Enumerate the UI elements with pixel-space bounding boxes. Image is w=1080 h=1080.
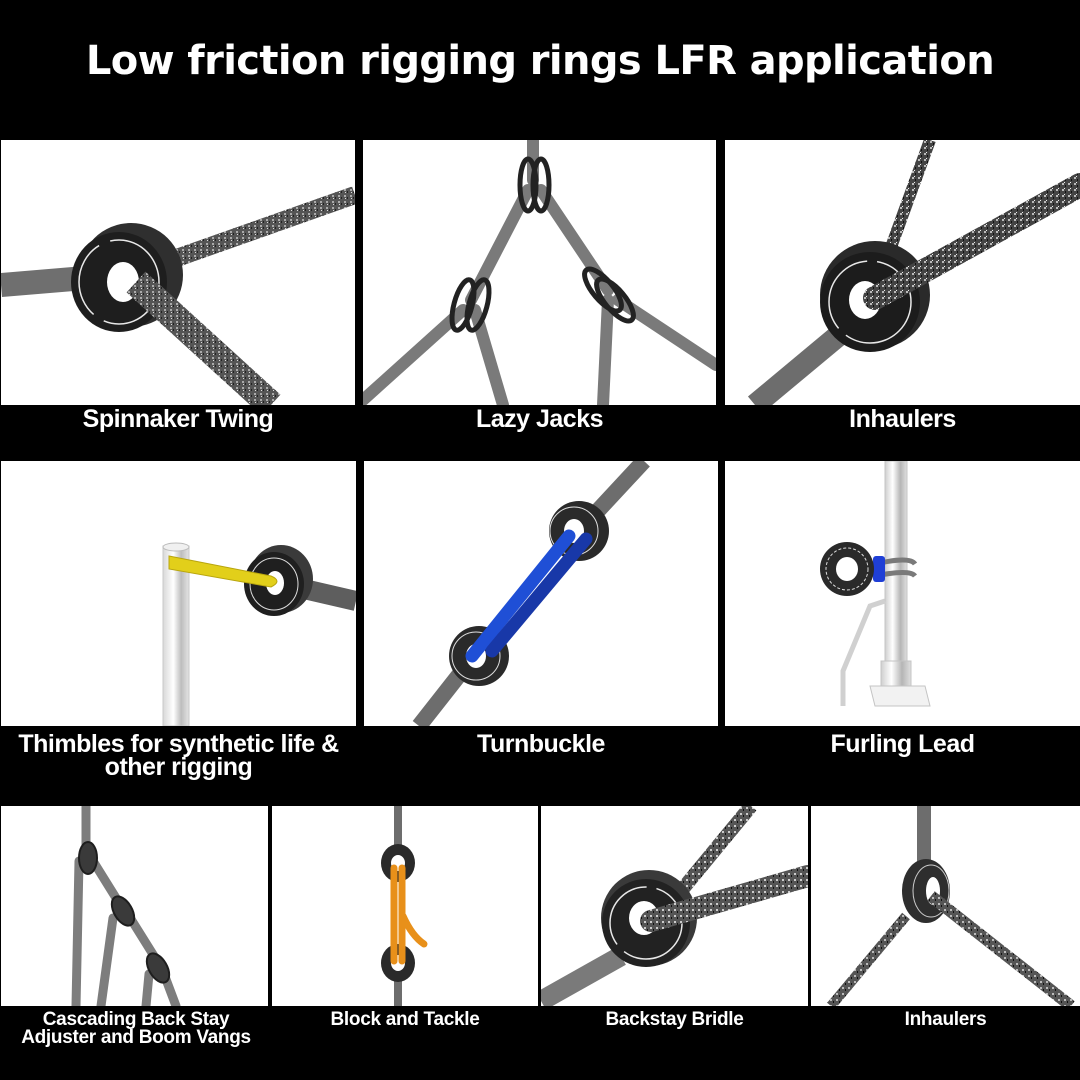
block-and-tackle-illustration: [381, 806, 428, 1006]
ring-icon: [517, 156, 552, 214]
furling-lead-illustration: [820, 461, 931, 707]
backstay-bridle-illustration: [541, 806, 808, 1006]
caption-line: Adjuster and Boom Vangs: [21, 1027, 251, 1048]
panel-backstay-bridle: [541, 806, 808, 1006]
stanchion-pole: [884, 461, 908, 677]
caption-block-and-tackle: Block and Tackle: [330, 1009, 480, 1030]
page-title: Low friction rigging rings LFR applicati…: [85, 38, 995, 84]
rope-upper-right: [168, 186, 355, 269]
caption-backstay-bridle: Backstay Bridle: [605, 1009, 744, 1030]
blue-strap: [873, 556, 885, 582]
caption-thimbles: Thimbles for synthetic life & other rigg…: [1, 730, 356, 781]
caption-inhaulers-top: Inhaulers: [849, 405, 956, 433]
rope-lower-left: [541, 947, 626, 1006]
caption-line: Thimbles for synthetic life &: [18, 730, 339, 758]
panel-turnbuckle: [364, 461, 718, 726]
caption-line: Cascading Back Stay: [42, 1009, 230, 1030]
caption-turnbuckle: Turnbuckle: [477, 730, 605, 758]
inhaulers-bottom-illustration: [827, 806, 1075, 1006]
rope-through-ring: [863, 173, 1080, 310]
panel-inhaulers-bottom: [811, 806, 1080, 1006]
panel-spinnaker-twing: [1, 140, 355, 405]
ring-icon: [449, 277, 492, 333]
ring-icon: [78, 841, 171, 984]
caption-furling-lead: Furling Lead: [830, 730, 976, 758]
ring-icon: [902, 859, 950, 923]
ring-icon: [820, 542, 874, 596]
rope-through-ring: [927, 891, 1075, 1006]
turnbuckle-illustration: [412, 461, 650, 726]
blue-loop: [465, 529, 593, 663]
ring-icon: [582, 266, 636, 324]
caption-lazy-jacks: Lazy Jacks: [475, 405, 604, 433]
panel-cascading-back-stay: [1, 806, 268, 1006]
panel-lazy-jacks: [363, 140, 716, 405]
panel-furling-lead: [725, 461, 1080, 726]
ring-icon: [381, 844, 415, 882]
caption-inhaulers-bottom: Inhaulers: [904, 1009, 987, 1030]
stanchion-pole: [162, 545, 190, 726]
stanchion-base: [869, 685, 931, 707]
rope-lower-left: [747, 321, 853, 405]
spinnaker-twing-illustration: [1, 186, 355, 405]
rope-left: [827, 912, 910, 1006]
thimbles-illustration: [162, 542, 356, 726]
panel-inhaulers-top: [725, 140, 1080, 405]
panel-block-and-tackle: [272, 806, 538, 1006]
brace-rod: [840, 598, 886, 706]
caption-spinnaker-twing: Spinnaker Twing: [82, 405, 274, 433]
cascading-back-stay-illustration: [71, 806, 181, 1006]
rope-through-ring: [640, 865, 808, 932]
rope-upper: [884, 140, 936, 253]
yellow-loop: [168, 555, 278, 588]
orange-loop: [390, 864, 428, 965]
rope-upper: [675, 806, 757, 896]
rope-through-ring: [126, 271, 281, 405]
ring-icon: [381, 944, 415, 982]
caption-cascading-back-stay: Cascading Back Stay Adjuster and Boom Va…: [1, 1009, 271, 1048]
caption-line: other rigging: [104, 753, 253, 781]
panel-thimbles: [1, 461, 356, 726]
lazy-jacks-illustration: [363, 140, 716, 405]
inhaulers-illustration: [747, 140, 1080, 405]
